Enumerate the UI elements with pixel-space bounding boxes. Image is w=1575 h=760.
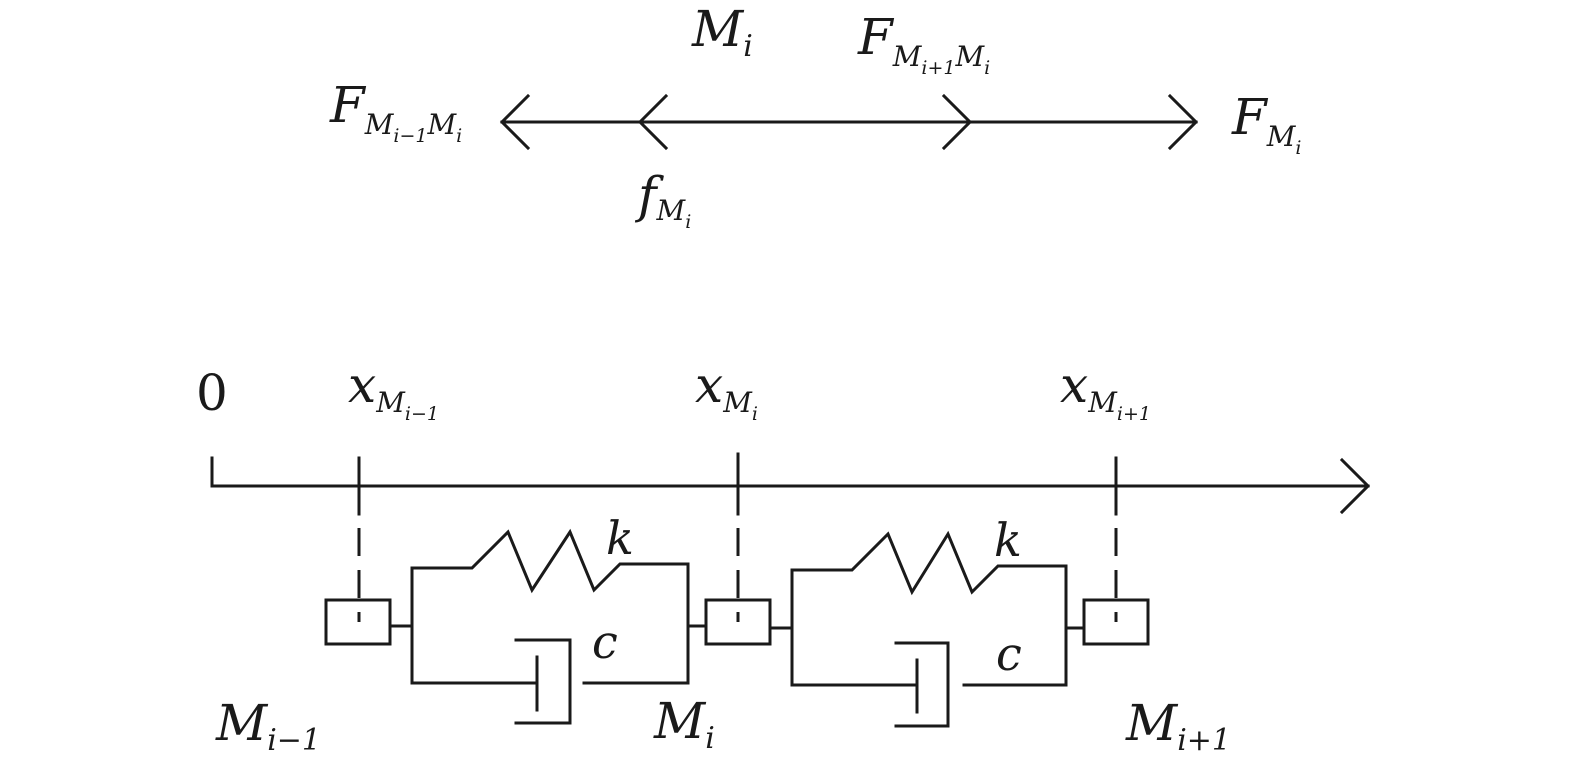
damper-cylinder	[894, 641, 950, 728]
mass-label-m-i-plus-1: Mi+1	[1125, 694, 1231, 758]
right-force-label: FMi	[1231, 88, 1301, 159]
spring-constant-label: k	[606, 511, 634, 565]
x-axis-arrowhead	[1339, 457, 1371, 515]
damper-cylinder	[514, 638, 572, 725]
position-label-x-m-i-minus-1: xMi−1	[348, 356, 439, 425]
left-force-label: FMi−1Mi	[329, 76, 462, 147]
mass-label-m-i-minus-1: Mi−1	[215, 694, 321, 758]
mass-block-m-i-minus-1	[324, 598, 392, 646]
spring-constant-label: k	[994, 513, 1022, 567]
friction-arrowhead	[637, 93, 669, 151]
spring-damper-link-1: k c	[388, 511, 708, 725]
mass-label-m-i: Mi	[653, 692, 715, 756]
mass-block-m-i	[704, 598, 772, 646]
masses: Mi−1 Mi Mi+1	[215, 528, 1231, 758]
right-force-arrowhead	[1167, 93, 1199, 151]
mass-block-m-i-plus-1	[1082, 598, 1150, 646]
origin-label: 0	[196, 364, 228, 422]
top-force-arrowhead	[941, 93, 973, 151]
friction-force-label: fMi	[634, 166, 691, 233]
spring-damper-link-2: k c	[768, 513, 1086, 728]
top-force-label: FMi+1Mi	[857, 8, 990, 79]
spring	[410, 528, 690, 594]
spring	[790, 530, 1068, 596]
position-label-x-m-i-plus-1: xMi+1	[1060, 356, 1151, 425]
mass-label: Mi	[691, 0, 753, 64]
damping-coefficient-label: c	[996, 627, 1022, 681]
left-force-arrowhead	[499, 93, 531, 151]
force-diagram: Mi FMi−1Mi FMi+1Mi FMi fMi	[329, 0, 1301, 233]
position-label-x-m-i: xMi	[695, 356, 758, 425]
position-axis: 0 xMi−1 xMi xMi+1	[196, 356, 1371, 516]
damping-coefficient-label: c	[592, 615, 618, 669]
